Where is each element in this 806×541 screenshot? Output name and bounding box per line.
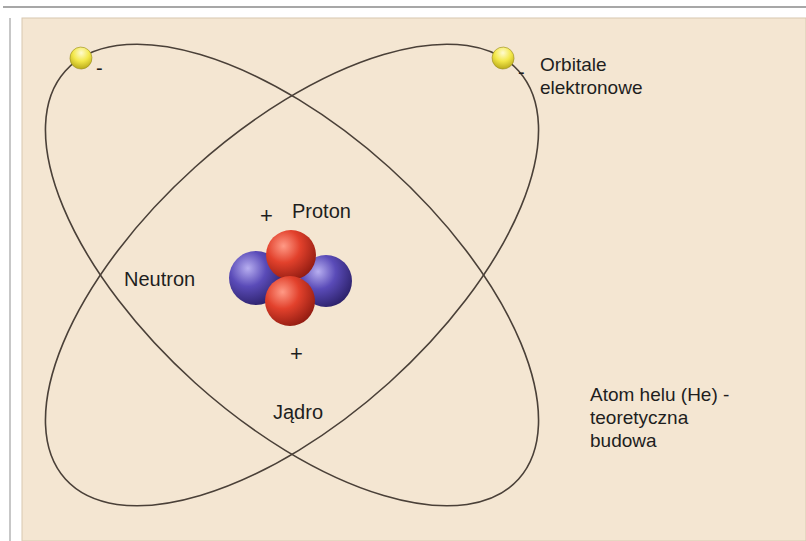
electron [488,43,519,74]
caption-note: Atom helu (He) - teoretyczna budowa [590,384,730,452]
nucleus [229,230,352,326]
proton-sphere [266,230,316,280]
charge-sign: - [518,60,525,84]
frame-line [3,6,806,8]
part-label: Proton [292,199,351,223]
orbit [0,0,622,541]
frame-line [9,18,11,541]
proton-sphere [265,276,315,326]
charge-sign: + [290,341,303,367]
background-panel [22,18,806,541]
part-label: Jądro [273,400,323,424]
electron [65,43,96,74]
orbital-label: Orbitale elektronowe [540,54,660,100]
charge-sign: - [96,56,103,80]
orbit [0,0,616,541]
charge-sign: + [260,203,273,229]
part-label: Neutron [124,267,195,291]
